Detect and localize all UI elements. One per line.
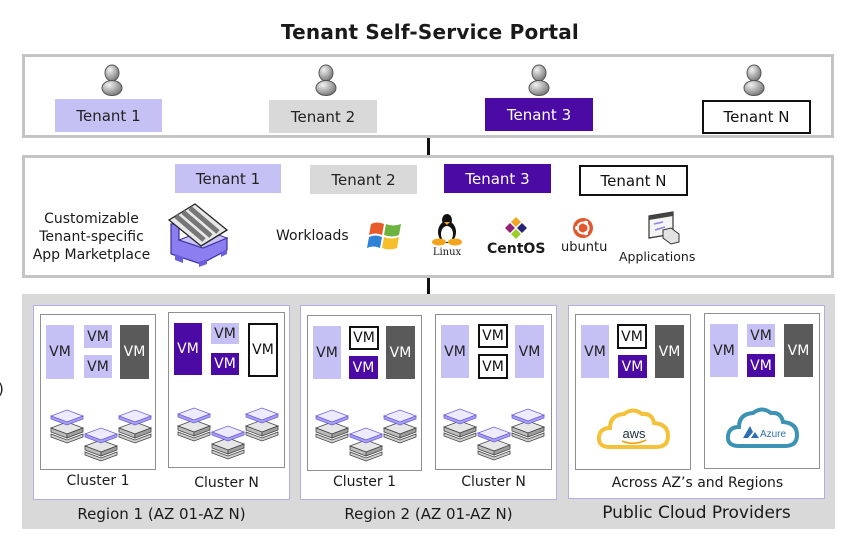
ubuntu-logo-icon: [573, 218, 593, 238]
ubuntu-label: ubuntu: [561, 240, 608, 255]
cluster-1: VM VM VM VM: [307, 315, 422, 471]
user-icon: [743, 64, 765, 96]
vm: VM: [747, 324, 775, 347]
tenant-portal-panel: Tenant 1 Tenant 2 Tenant 3 Tenant N: [22, 54, 834, 138]
vm: VM: [478, 354, 508, 379]
vm: VM: [120, 325, 149, 379]
cluster-n: VM VM VM VM: [168, 306, 285, 469]
cluster-1: VM VM VM VM: [40, 314, 156, 470]
diagram-title: Tenant Self-Service Portal: [280, 20, 579, 44]
azure-cloud-icon: Azure: [725, 407, 800, 448]
marketplace-tenant-2[interactable]: Tenant 2: [310, 165, 417, 194]
azure-cluster: VM VM VM VM Azure: [704, 313, 820, 469]
user-icon: [101, 64, 123, 96]
portal-tenant-3[interactable]: Tenant 3: [485, 98, 593, 131]
region-1: VM VM VM VM Cluster 1 VM VM VM VM Cluste…: [33, 305, 290, 500]
marketplace-storefront-icon: [167, 203, 229, 267]
server-node: [348, 427, 384, 462]
cluster-n-frame: [168, 312, 285, 468]
region-label: Region 2 (AZ 01-AZ N): [344, 505, 513, 523]
marketplace-description: Customizable Tenant-specific App Marketp…: [32, 211, 151, 263]
vm: VM: [710, 324, 738, 377]
vm: VM: [349, 356, 378, 379]
centos-label: CentOS: [487, 241, 546, 257]
marketplace-tenant-n[interactable]: Tenant N: [579, 165, 688, 196]
vm: VM: [84, 355, 112, 378]
server-cluster-icon: [314, 409, 418, 462]
linux-label: Linux: [432, 247, 462, 258]
user-icon: [528, 64, 550, 96]
linux-tux-icon: [432, 214, 462, 246]
vm: VM: [618, 355, 647, 378]
vm: VM: [349, 326, 379, 350]
cluster-label: Cluster 1: [66, 473, 130, 489]
vm: VM: [84, 325, 112, 348]
azure-label: Azure: [760, 429, 787, 440]
server-node: [176, 407, 212, 442]
cluster-label: Cluster 1: [332, 474, 397, 490]
vm: VM: [747, 354, 775, 377]
vm: VM: [617, 324, 647, 349]
server-node: [382, 409, 418, 444]
server-node: [210, 425, 246, 460]
portal-tenant-1[interactable]: Tenant 1: [55, 99, 162, 132]
infrastructure-area: VM VM VM VM Cluster 1 VM VM VM VM Cluste…: [22, 294, 835, 529]
server-node: [442, 408, 478, 443]
vm: VM: [655, 325, 684, 378]
server-node: [83, 427, 119, 462]
workloads-label: Workloads: [276, 228, 349, 244]
aws-label: aws: [622, 426, 646, 441]
server-node: [244, 407, 280, 442]
vm: VM: [211, 323, 239, 344]
server-cluster-icon: [49, 409, 153, 462]
region-2: VM VM VM VM Cluster 1 VM VM VM VM Cluste…: [300, 305, 557, 500]
edge-fragment: ): [0, 380, 4, 398]
vm: VM: [784, 324, 813, 377]
server-node: [510, 408, 546, 443]
server-node: [314, 409, 350, 444]
cluster-label: Cluster N: [194, 475, 259, 491]
server-cluster-icon: [442, 408, 546, 461]
marketplace-tenant-1[interactable]: Tenant 1: [175, 164, 281, 193]
aws-cloud-icon: aws: [596, 408, 671, 449]
applications-window-icon: [648, 211, 680, 245]
marketplace-tenant-3[interactable]: Tenant 3: [444, 164, 551, 193]
vm: VM: [386, 326, 415, 379]
aws-cluster: VM VM VM VM aws: [575, 314, 691, 470]
public-cloud-sublabel: Across AZ’s and Regions: [611, 475, 784, 491]
region-label: Region 1 (AZ 01-AZ N): [77, 505, 246, 523]
vm: VM: [581, 325, 609, 378]
public-cloud-region: VM VM VM VM aws VM VM VM VM Azure Across…: [568, 305, 825, 499]
centos-logo-icon: [505, 217, 527, 239]
region-label: Public Cloud Providers: [602, 503, 791, 523]
vm: VM: [174, 323, 202, 375]
cluster-n: VM VM VM VM: [435, 314, 552, 470]
vm: VM: [211, 353, 239, 375]
vm: VM: [515, 325, 544, 378]
connector-line: [427, 278, 430, 294]
portal-tenant-2[interactable]: Tenant 2: [269, 100, 377, 133]
applications-label: Applications: [619, 249, 696, 264]
server-cluster-icon: [176, 407, 280, 460]
vm: VM: [441, 325, 469, 378]
connector-line: [427, 138, 430, 155]
server-node: [49, 409, 85, 444]
vm: VM: [313, 326, 341, 379]
user-icon: [315, 64, 337, 96]
vm: VM: [248, 323, 278, 377]
cluster-label: Cluster N: [461, 474, 526, 490]
vm: VM: [478, 324, 508, 348]
marketplace-panel: Tenant 1 Tenant 2 Tenant 3 Tenant N Cust…: [22, 155, 834, 278]
windows-logo-icon: [367, 222, 401, 250]
server-node: [476, 426, 512, 461]
vm: VM: [46, 325, 74, 379]
portal-tenant-n[interactable]: Tenant N: [702, 100, 811, 134]
server-node: [117, 409, 153, 444]
